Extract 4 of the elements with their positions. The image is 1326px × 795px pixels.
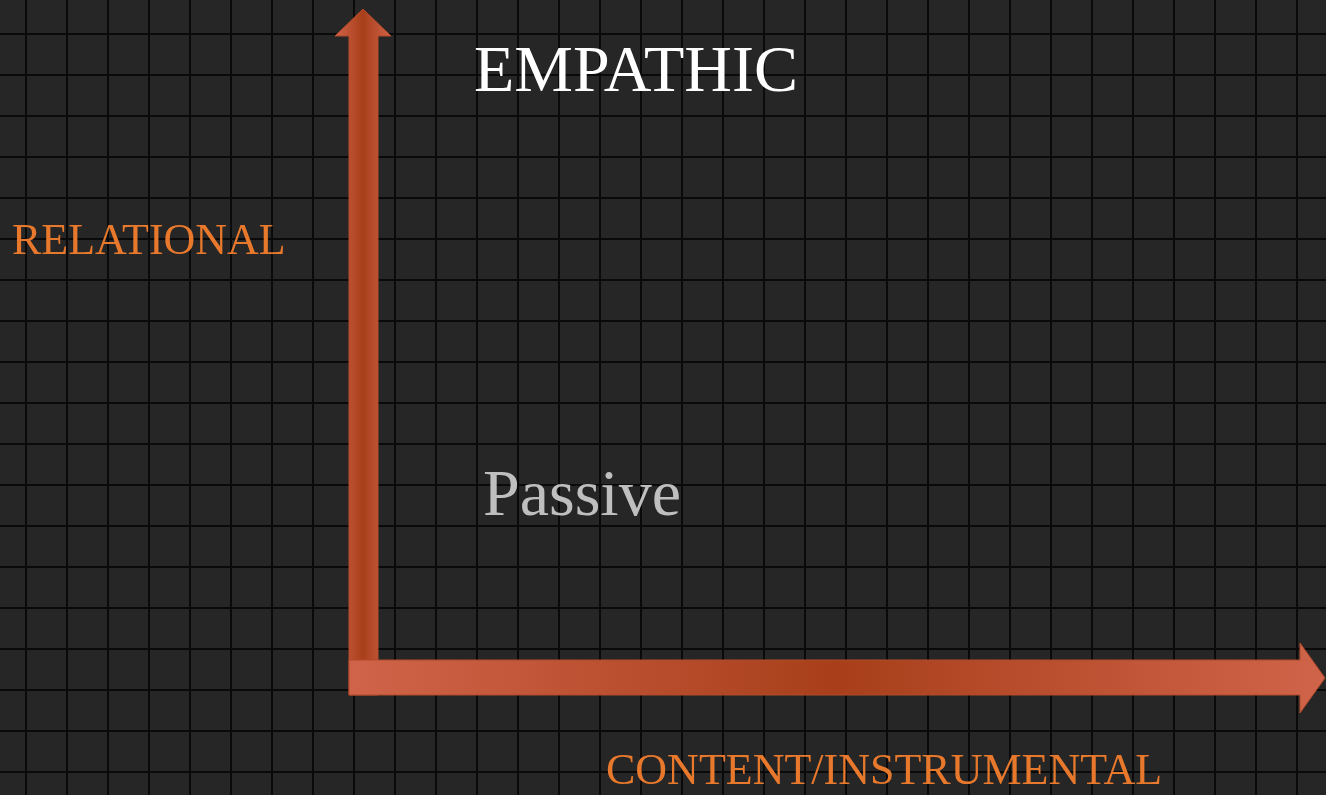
axis-label: EMPATHIC: [474, 36, 798, 102]
axis-label: CONTENT/INSTRUMENTAL: [606, 748, 1163, 792]
axis-label: RELATIONAL: [12, 218, 286, 262]
quadrant-label: Passive: [483, 460, 681, 526]
